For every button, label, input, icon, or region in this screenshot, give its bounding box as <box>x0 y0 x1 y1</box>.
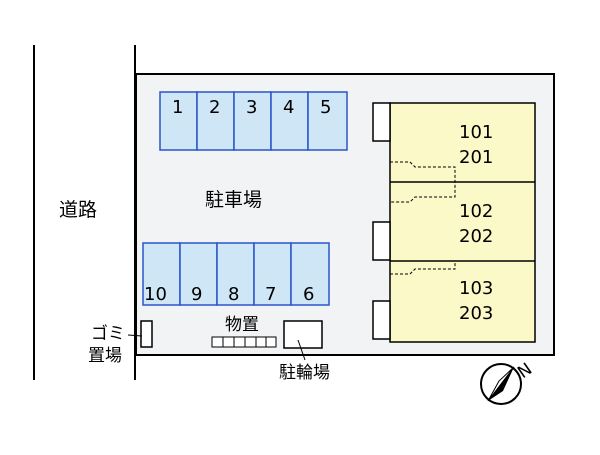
unit-number: 103 <box>459 278 493 299</box>
unit-number: 203 <box>459 303 493 324</box>
compass-icon: N <box>480 359 536 405</box>
parking-space-6 <box>290 242 330 306</box>
storage-unit <box>265 336 277 348</box>
garbage-label-line1: ゴミ <box>91 323 125 344</box>
parking-space-10 <box>142 242 181 306</box>
unit-number: 101 <box>459 122 493 143</box>
parking-space-5 <box>307 91 348 151</box>
parking-number: 1 <box>172 97 183 118</box>
unit-number: 102 <box>459 201 493 222</box>
garbage-label-line2: 置場 <box>88 346 122 366</box>
parking-number: 4 <box>283 97 294 118</box>
storage-units <box>211 336 277 348</box>
parking-number: 5 <box>320 97 331 118</box>
parking-row-bottom: 10 9 8 7 6 <box>142 242 330 306</box>
parking-space-9 <box>179 242 218 306</box>
bicycle-parking <box>283 320 323 349</box>
entrance <box>372 300 391 340</box>
entrance <box>372 221 391 261</box>
garbage-area <box>140 320 153 348</box>
parking-number: 2 <box>209 97 220 118</box>
dashed-outline <box>390 261 456 275</box>
dashed-outline <box>390 161 456 203</box>
parking-number: 8 <box>228 284 239 305</box>
parking-space-8 <box>216 242 255 306</box>
storage-unit <box>211 336 224 348</box>
parking-row-top: 1 2 3 4 5 <box>159 91 348 151</box>
entrance <box>372 102 391 142</box>
bicycle-parking-label: 駐輪場 <box>279 363 330 383</box>
building-outline <box>389 102 536 343</box>
parking-number: 6 <box>303 284 314 305</box>
parking-area-label: 駐車場 <box>205 189 262 211</box>
storage-unit <box>222 336 235 348</box>
parking-space-7 <box>253 242 292 306</box>
unit-number: 201 <box>459 147 493 168</box>
parking-space-3 <box>233 91 272 151</box>
storage-unit <box>233 336 246 348</box>
storage-unit <box>244 336 257 348</box>
unit-number: 202 <box>459 226 493 247</box>
bicycle-leader <box>297 339 306 361</box>
parking-number: 3 <box>246 97 257 118</box>
parking-space-2 <box>196 91 235 151</box>
road-label: 道路 <box>59 199 97 221</box>
storage-label: 物置 <box>225 315 259 335</box>
parking-number: 7 <box>265 284 276 305</box>
garbage-leader <box>127 334 143 337</box>
storage-unit <box>255 336 267 348</box>
building: 101 201 102 202 103 203 <box>372 102 536 343</box>
parking-number: 9 <box>191 284 202 305</box>
parking-number: 10 <box>144 284 167 305</box>
